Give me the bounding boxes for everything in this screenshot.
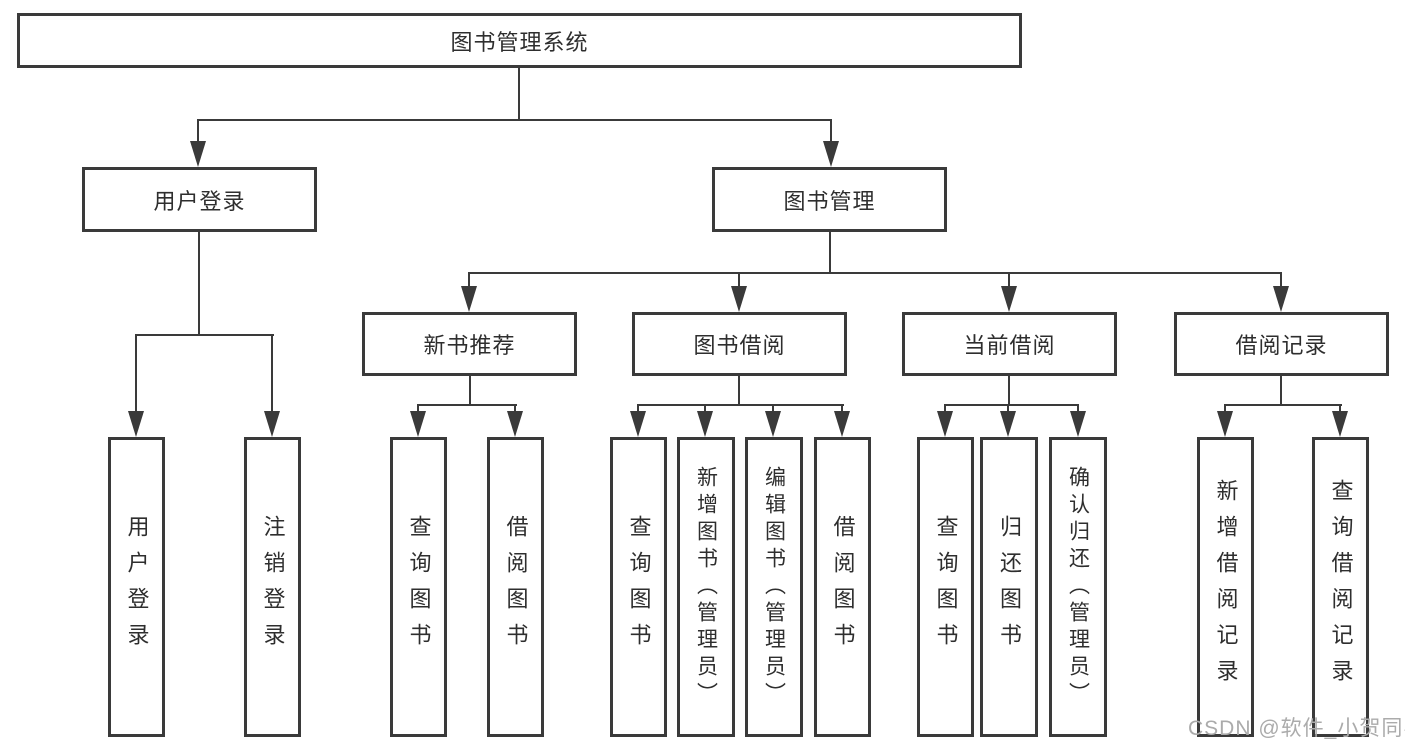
node-book-borrowing: 图书借阅 (632, 312, 847, 376)
connector-line (197, 119, 199, 145)
connector-line (1280, 272, 1282, 290)
node-label: 借阅记录 (1235, 333, 1328, 358)
connector-line (841, 404, 843, 416)
arrow-down-icon (630, 411, 646, 437)
connector-line (830, 119, 832, 145)
leaf-borrow-books: 借阅图书 (814, 437, 871, 737)
node-label: 图书管理 (783, 188, 876, 214)
node-label: 新书推荐 (423, 333, 516, 358)
connector-line (704, 404, 706, 416)
arrow-down-icon (1217, 411, 1233, 437)
connector-line (1339, 404, 1341, 416)
connector-line (1007, 404, 1009, 416)
arrow-down-icon (264, 411, 280, 437)
watermark: CSDN @软件_小贺同学 (1188, 717, 1405, 740)
leaf-label: 注销登录 (260, 515, 286, 659)
connector-line (944, 404, 946, 416)
arrow-down-icon (190, 141, 206, 167)
connector-line (829, 232, 831, 274)
connector-line (197, 119, 832, 121)
leaf-logout-login: 注销登录 (244, 437, 301, 737)
connector-line (469, 376, 471, 406)
connector-line (637, 404, 844, 406)
arrow-down-icon (1070, 411, 1086, 437)
connector-line (518, 67, 520, 120)
connector-line (271, 334, 273, 416)
leaf-query-books-borrowing: 查询图书 (610, 437, 667, 737)
arrow-down-icon (128, 411, 144, 437)
leaf-label: 查询图书 (626, 515, 652, 659)
leaf-query-books-recommend: 查询图书 (390, 437, 447, 737)
node-user-login-group: 用户登录 (82, 167, 317, 232)
leaf-user-login: 用户登录 (108, 437, 165, 737)
leaf-query-books-current: 查询图书 (917, 437, 974, 737)
node-new-book-recommend: 新书推荐 (362, 312, 577, 376)
connector-line (772, 404, 774, 416)
arrow-down-icon (507, 411, 523, 437)
arrow-down-icon (765, 411, 781, 437)
arrow-down-icon (461, 286, 477, 312)
connector-line (1008, 376, 1010, 406)
leaf-label: 新增图书（管理员） (694, 465, 718, 709)
arrow-down-icon (1332, 411, 1348, 437)
node-label: 用户登录 (153, 188, 246, 214)
connector-line (417, 404, 419, 416)
leaf-return-books: 归还图书 (980, 437, 1038, 737)
connector-line (637, 404, 639, 416)
node-library-management-system: 图书管理系统 (17, 13, 1022, 68)
leaf-label: 编辑图书（管理员） (762, 465, 786, 709)
node-book-management: 图书管理 (712, 167, 947, 232)
connector-line (1077, 404, 1079, 416)
connector-line (468, 272, 470, 290)
leaf-label: 借阅图书 (830, 515, 856, 659)
connector-line (738, 376, 740, 406)
connector-line (468, 272, 1282, 274)
leaf-label: 查询借阅记录 (1328, 479, 1354, 695)
connector-line (944, 404, 1079, 406)
connector-line (135, 334, 274, 336)
leaf-label: 借阅图书 (503, 515, 529, 659)
connector-line (1224, 404, 1342, 406)
node-label: 图书借阅 (693, 333, 786, 358)
leaf-label: 用户登录 (124, 515, 150, 659)
arrow-down-icon (731, 286, 747, 312)
connector-line (1008, 272, 1010, 290)
node-current-borrowing: 当前借阅 (902, 312, 1117, 376)
leaf-label: 新增借阅记录 (1213, 479, 1239, 695)
leaf-label: 查询图书 (933, 515, 959, 659)
leaf-add-books-admin: 新增图书（管理员） (677, 437, 735, 737)
leaf-query-borrow-record: 查询借阅记录 (1312, 437, 1369, 737)
arrow-down-icon (1273, 286, 1289, 312)
connector-line (417, 404, 517, 406)
connector-line (135, 334, 137, 416)
leaf-borrow-books-recommend: 借阅图书 (487, 437, 544, 737)
leaf-label: 确认归还（管理员） (1066, 465, 1090, 709)
leaf-confirm-return-admin: 确认归还（管理员） (1049, 437, 1107, 737)
arrow-down-icon (1001, 286, 1017, 312)
connector-line (514, 404, 516, 416)
arrow-down-icon (834, 411, 850, 437)
arrow-down-icon (410, 411, 426, 437)
arrow-down-icon (937, 411, 953, 437)
connector-line (198, 232, 200, 336)
node-label: 当前借阅 (963, 333, 1056, 358)
arrow-down-icon (697, 411, 713, 437)
node-borrow-records: 借阅记录 (1174, 312, 1389, 376)
arrow-down-icon (823, 141, 839, 167)
connector-line (1224, 404, 1226, 416)
connector-line (1280, 376, 1282, 406)
leaf-label: 查询图书 (406, 515, 432, 659)
connector-line (738, 272, 740, 290)
node-label: 图书管理系统 (450, 29, 589, 55)
arrow-down-icon (1000, 411, 1016, 437)
leaf-label: 归还图书 (997, 515, 1022, 659)
leaf-edit-books-admin: 编辑图书（管理员） (745, 437, 803, 737)
leaf-add-borrow-record: 新增借阅记录 (1197, 437, 1254, 737)
